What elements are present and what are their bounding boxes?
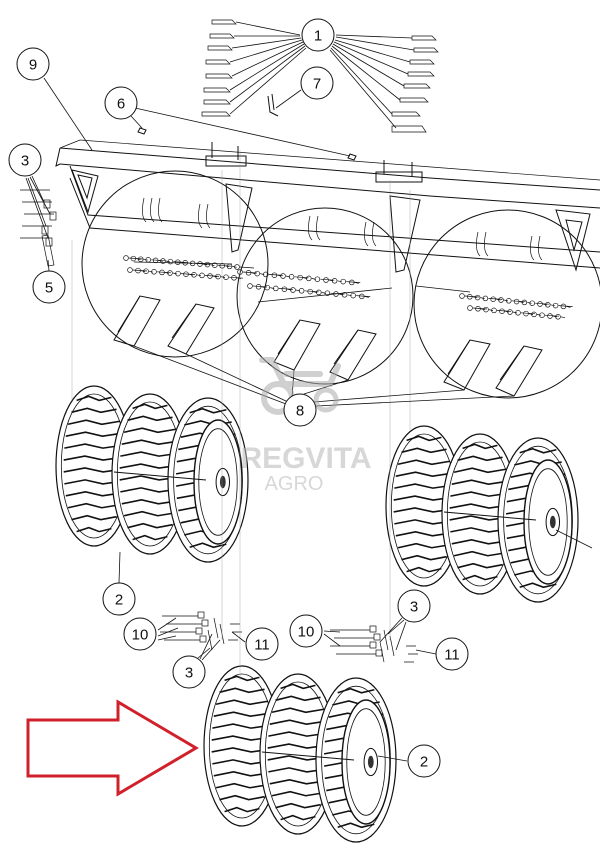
- callout-label: 6: [117, 96, 125, 113]
- callout-c2a: 2: [102, 582, 136, 616]
- wheel-hardware-right: [330, 625, 418, 663]
- callout-label: 2: [420, 754, 428, 771]
- detail-circles: [81, 170, 600, 399]
- callout-c1: 1: [301, 18, 335, 52]
- clip-left: [137, 127, 147, 135]
- callout-label: 8: [296, 403, 304, 420]
- upper-left-wheels-rim: [193, 419, 243, 545]
- callout-bubbles: 1 7 9 6 3 5 8 2 3 10 11 10 11 3 2: [8, 18, 469, 778]
- callout-c11b: 11: [435, 637, 469, 671]
- construction-lines: [71, 150, 411, 680]
- callout-label: 11: [254, 637, 270, 654]
- callout-label: 10: [132, 627, 149, 644]
- callout-label: 1: [314, 28, 322, 45]
- clamp-hook: [267, 93, 279, 117]
- callout-c9: 9: [16, 47, 50, 81]
- spring-tines-group: [201, 19, 439, 133]
- red-pointer-arrow: [26, 699, 199, 797]
- bolt-rows: [123, 255, 573, 320]
- lower-wheels-rim: [341, 699, 391, 825]
- callout-c2b: 2: [407, 744, 441, 778]
- callout-c5: 5: [32, 270, 66, 304]
- upper-right-wheels-rim: [523, 459, 573, 585]
- wheel-hardware-left: [160, 611, 242, 651]
- callout-label: 3: [185, 665, 193, 682]
- left-small-parts: [20, 189, 57, 267]
- watermark-line1: REGVITA: [240, 442, 371, 475]
- callout-label: 7: [313, 76, 321, 93]
- callout-label: 10: [298, 624, 315, 641]
- callout-label: 11: [444, 647, 460, 664]
- callout-c6: 6: [104, 86, 138, 120]
- callout-label: 3: [410, 599, 418, 616]
- watermark-line2: AGRO: [265, 473, 324, 495]
- callout-c3a: 3: [8, 143, 42, 177]
- callout-label: 9: [29, 57, 37, 74]
- upper-right-wheels-tire-1: [385, 425, 463, 587]
- leader-lines: [25, 21, 593, 762]
- wheel-groups: [55, 385, 579, 843]
- upper-left-wheels-tire-1: [55, 385, 133, 547]
- callout-label: 5: [45, 280, 53, 297]
- callout-c7: 7: [300, 66, 334, 100]
- mounting-brackets: [113, 295, 543, 397]
- watermark-logo: REGVITA AGRO: [240, 357, 372, 495]
- callout-c3b: 3: [397, 589, 431, 623]
- callout-c8: 8: [283, 393, 317, 427]
- callout-c11a: 11: [245, 627, 279, 661]
- clip-right: [347, 153, 357, 161]
- main-frame-beam: [55, 139, 600, 273]
- callout-c10b: 10: [289, 614, 323, 648]
- callout-label: 3: [21, 153, 29, 170]
- upper-right-wheels-tire-2: [441, 433, 519, 595]
- callout-c10a: 10: [123, 617, 157, 651]
- callout-label: 2: [115, 592, 123, 609]
- callout-c3c: 3: [172, 655, 206, 689]
